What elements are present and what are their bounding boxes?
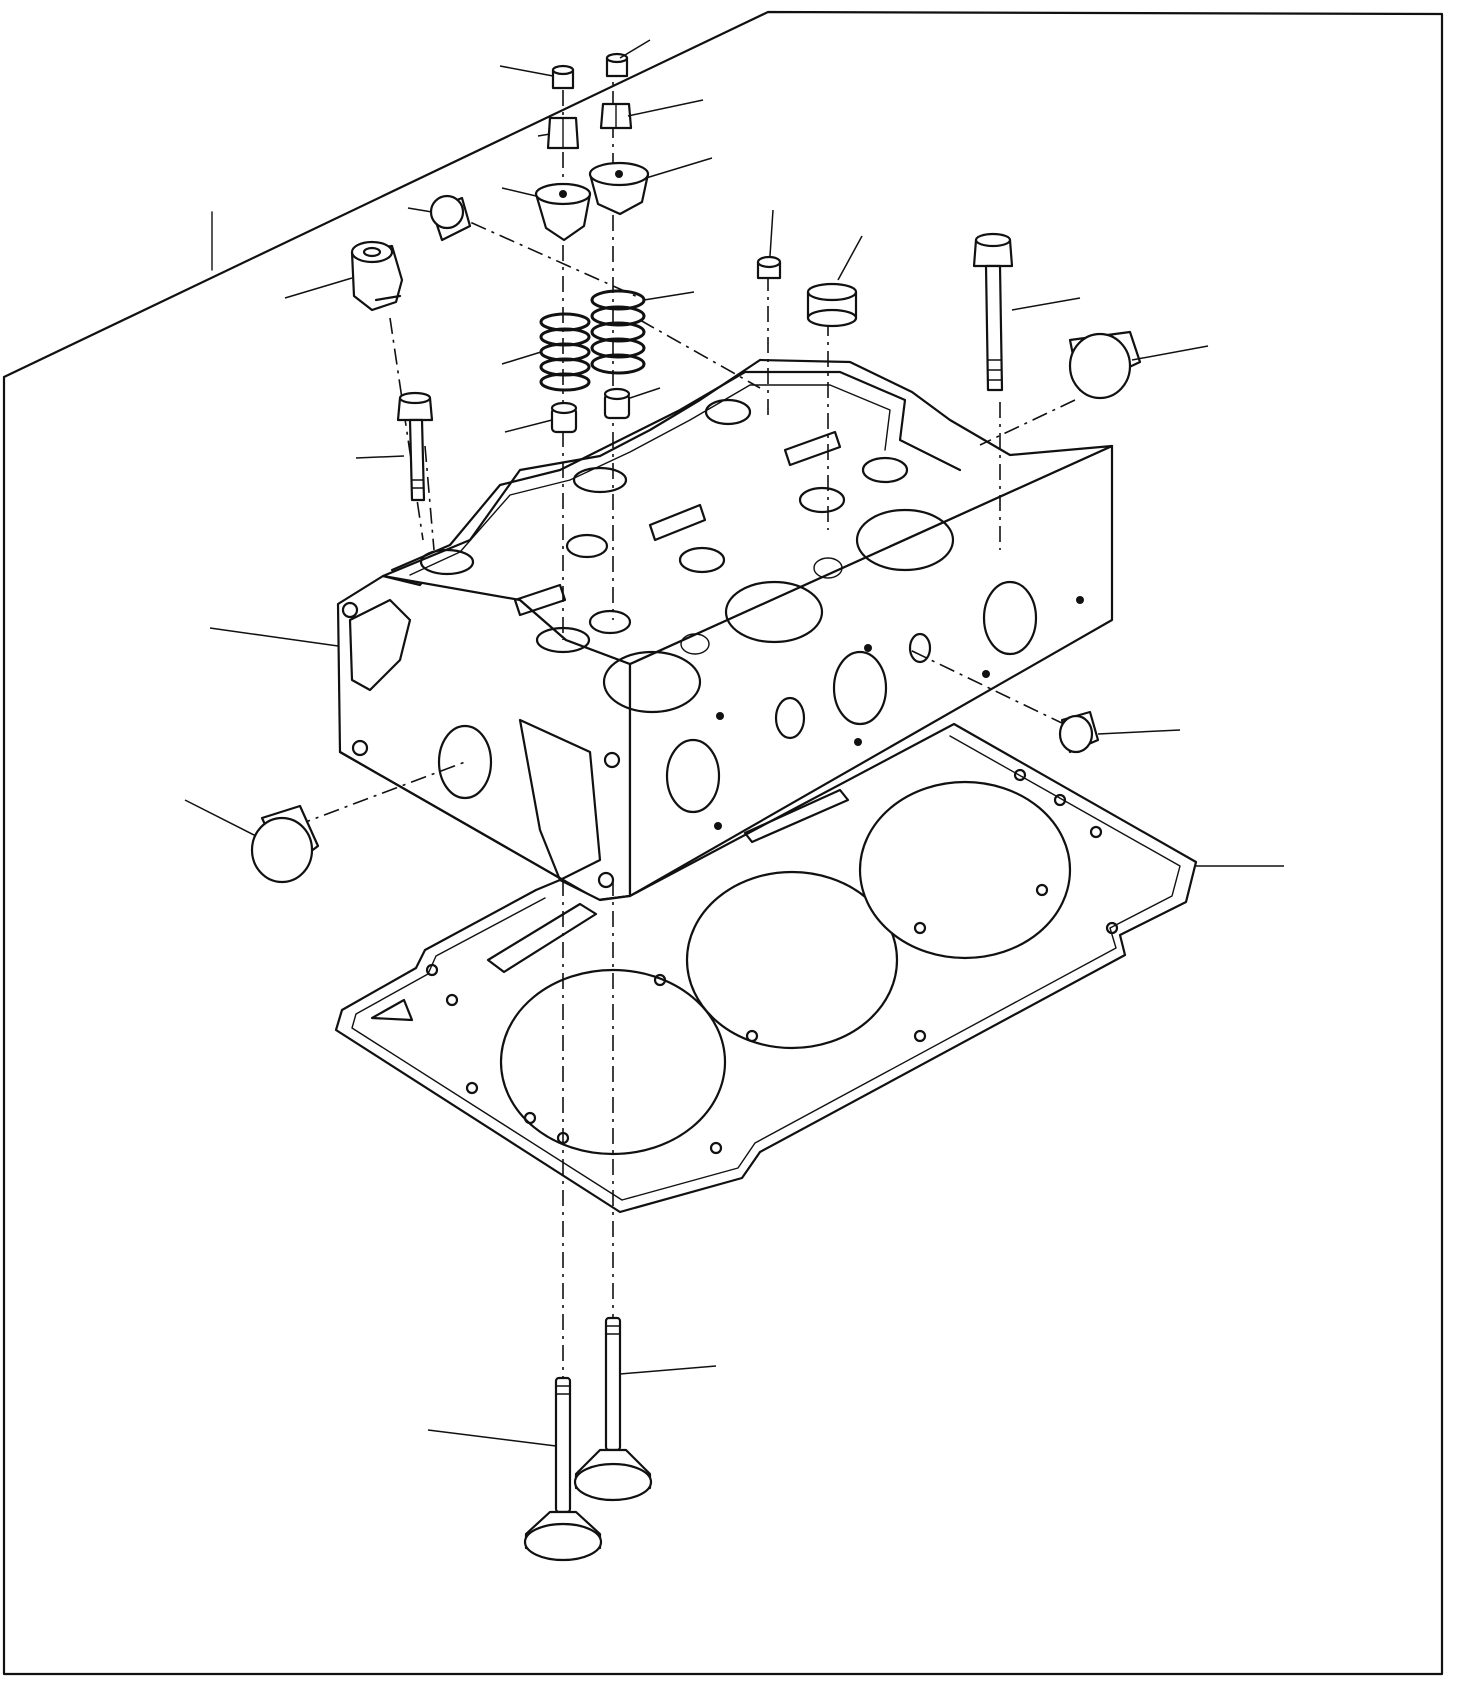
head-bolt-right (972, 232, 1014, 392)
valve-stem-seals (550, 387, 631, 434)
valve-collets (546, 102, 633, 150)
head-gasket (334, 722, 1198, 1214)
valve-springs (539, 289, 646, 392)
cup-plug-right-side (1058, 710, 1100, 754)
injector-sleeve (350, 240, 404, 312)
cylinder-head (336, 358, 1114, 902)
page-frame (2, 10, 1444, 1676)
center-nut (756, 255, 782, 280)
spring-retainers (534, 161, 650, 242)
head-bolt-left (396, 391, 434, 502)
callout-leaders (184, 39, 1284, 1447)
valve-spring-left (539, 312, 591, 392)
valve-exhaust (573, 1316, 653, 1502)
cup-plug-right-top (1068, 330, 1142, 400)
valve-intake (523, 1376, 603, 1562)
cup-plug-left-side (250, 804, 320, 884)
assembly-axis-lines (294, 60, 1076, 1380)
cup-plug-top-left (429, 194, 472, 242)
valve-caps (551, 52, 629, 90)
center-bushing (806, 282, 858, 328)
valve-spring-right (590, 289, 646, 375)
